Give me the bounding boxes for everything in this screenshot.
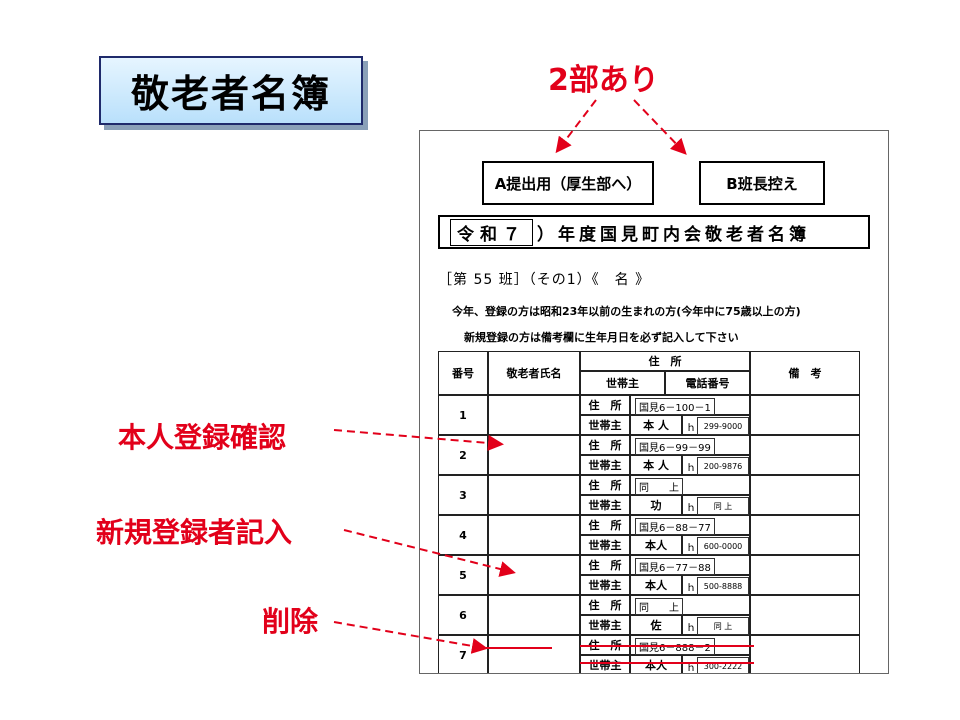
- arrow-delete: [333, 621, 488, 654]
- row-householder-value: 本人: [630, 575, 682, 595]
- header-phone: 電話番号: [665, 371, 750, 395]
- row-householder-label: 世帯主: [580, 615, 630, 635]
- row-phone-cell: ｈ 500-8888: [682, 575, 750, 595]
- row-householder-label: 世帯主: [580, 575, 630, 595]
- row-householder-value: 功: [630, 495, 682, 515]
- row-phone-cell: ｈ 同 上: [682, 615, 750, 635]
- deletion-label: 削除: [262, 605, 319, 638]
- arrow-self-check: [333, 429, 504, 451]
- title-era: 令和７: [450, 218, 533, 246]
- row-address-cell: 国見6－88－77: [630, 515, 750, 535]
- document-title: 令和７ ）年度国見町内会敬老者名簿: [438, 215, 870, 249]
- row-tel-mark: ｈ: [686, 583, 696, 594]
- row-number: 3: [438, 475, 488, 515]
- new-registrant-label: 新規登録者記入: [96, 516, 293, 549]
- row-tel-mark: ｈ: [686, 543, 696, 554]
- row-address-cell: 国見6－99－99: [630, 435, 750, 455]
- document-subtitle: ［第 55 班］（その1）《 名 》: [438, 272, 651, 288]
- row-phone-value: 200-9876: [697, 457, 749, 475]
- row-address-cell: 国見6－100－1: [630, 395, 750, 415]
- row-name-cell: [488, 395, 580, 435]
- row-address-cell: 同 上: [630, 595, 750, 615]
- arrow-to-copy-b: [633, 99, 687, 155]
- row-phone-cell: ｈ 600-0000: [682, 535, 750, 555]
- arrow-to-copy-a: [555, 99, 597, 154]
- header-number: 番号: [438, 351, 488, 395]
- row-remarks-cell: [750, 555, 860, 595]
- row-address-label: 住 所: [580, 395, 630, 415]
- row-address-cell: 国見6－77－88: [630, 555, 750, 575]
- roster-document: A提出用（厚生部へ） B班長控え 令和７ ）年度国見町内会敬老者名簿 ［第 55…: [419, 130, 889, 674]
- row-address-value: 国見6－88－77: [635, 518, 715, 535]
- row-number: 2: [438, 435, 488, 475]
- row-phone-value: 600-0000: [697, 537, 749, 555]
- row-tel-mark: ｈ: [686, 623, 696, 634]
- row-phone-value: 同 上: [697, 497, 749, 515]
- row-householder-label: 世帯主: [580, 495, 630, 515]
- title-rest: ）年度国見町内会敬老者名簿: [537, 224, 810, 245]
- row-phone-cell: ｈ 同 上: [682, 495, 750, 515]
- row-tel-mark: ｈ: [686, 503, 696, 514]
- row-number: 4: [438, 515, 488, 555]
- row-remarks-cell: [750, 395, 860, 435]
- row-phone-value: 300-2222: [697, 657, 749, 673]
- row-remarks-cell: [750, 635, 860, 673]
- row-number: 1: [438, 395, 488, 435]
- row-number: 5: [438, 555, 488, 595]
- row-tel-mark: ｈ: [686, 663, 696, 674]
- row-remarks-cell: [750, 475, 860, 515]
- row-address-value: 同 上: [635, 478, 683, 495]
- row-phone-cell: ｈ 200-9876: [682, 455, 750, 475]
- header-remarks: 備 考: [750, 351, 860, 395]
- row-name-cell: [488, 515, 580, 555]
- header-address: 住 所: [580, 351, 750, 371]
- page-title: 敬老者名簿: [99, 56, 363, 125]
- row-address-label: 住 所: [580, 595, 630, 615]
- row-address-label: 住 所: [580, 435, 630, 455]
- row-remarks-cell: [750, 515, 860, 555]
- copy-b-box: B班長控え: [699, 161, 825, 205]
- row-address-label: 住 所: [580, 515, 630, 535]
- row-householder-value: 本 人: [630, 415, 682, 435]
- row-householder-label: 世帯主: [580, 415, 630, 435]
- row-householder-value: 佐: [630, 615, 682, 635]
- row-remarks-cell: [750, 595, 860, 635]
- row-remarks-cell: [750, 435, 860, 475]
- row-tel-mark: ｈ: [686, 463, 696, 474]
- row-address-label: 住 所: [580, 555, 630, 575]
- row-number: 7: [438, 635, 488, 673]
- row-name-cell: [488, 595, 580, 635]
- header-householder: 世帯主: [580, 371, 665, 395]
- row-phone-cell: ｈ 299-9000: [682, 415, 750, 435]
- self-registration-label: 本人登録確認: [118, 421, 287, 454]
- copy-a-box: A提出用（厚生部へ）: [482, 161, 654, 205]
- row-address-label: 住 所: [580, 475, 630, 495]
- document-note-1: 今年、登録の方は昭和23年以前の生まれの方(今年中に75歳以上の方): [452, 305, 801, 318]
- row-phone-value: 299-9000: [697, 417, 749, 435]
- document-note-2: 新規登録の方は備考欄に生年月日を必ず記入して下さい: [464, 331, 739, 344]
- row-address-cell: 同 上: [630, 475, 750, 495]
- row-number: 6: [438, 595, 488, 635]
- row-name-cell: [488, 475, 580, 515]
- row-name-cell: [488, 435, 580, 475]
- row-address-value: 国見6－100－1: [635, 398, 715, 415]
- row-householder-value: 本 人: [630, 455, 682, 475]
- row-address-value: 同 上: [635, 598, 683, 615]
- row-householder-label: 世帯主: [580, 535, 630, 555]
- row-householder-label: 世帯主: [580, 455, 630, 475]
- row-phone-value: 500-8888: [697, 577, 749, 595]
- row-tel-mark: ｈ: [686, 423, 696, 434]
- row-address-value: 国見6－99－99: [635, 438, 715, 455]
- row-phone-value: 同 上: [697, 617, 749, 635]
- row-name-cell: [488, 555, 580, 595]
- header-name: 敬老者氏名: [488, 351, 580, 395]
- arrow-new-entry: [343, 529, 516, 577]
- two-copies-label: 2部あり: [548, 63, 659, 98]
- row-name-cell: [488, 635, 580, 673]
- row-householder-value: 本人: [630, 535, 682, 555]
- row-address-value: 国見6－77－88: [635, 558, 715, 575]
